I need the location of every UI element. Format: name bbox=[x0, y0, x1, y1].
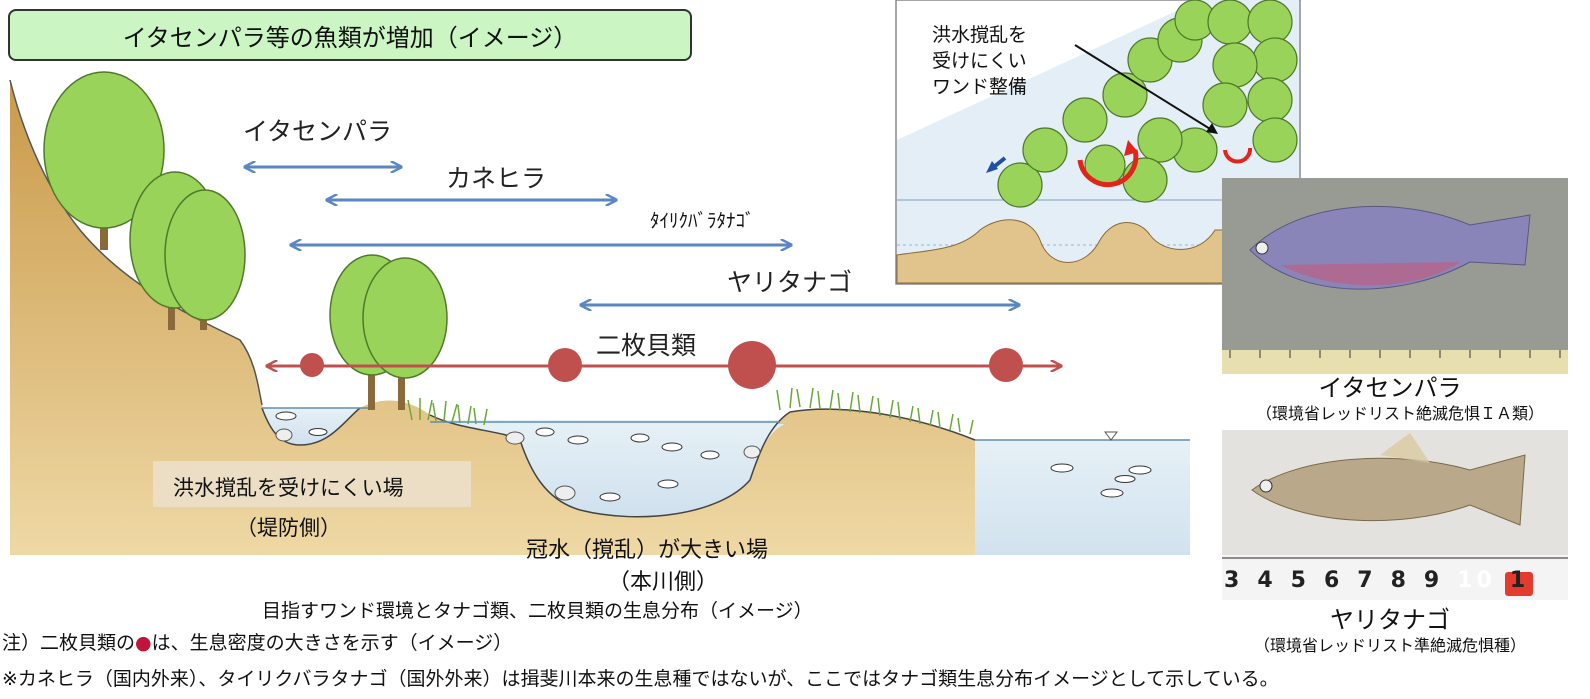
header-title: イタセンパラ等の魚類が増加（イメージ） bbox=[8, 9, 692, 61]
density-dot-medium bbox=[989, 348, 1023, 382]
photo-yaritanago bbox=[1222, 430, 1568, 600]
note-density-suffix: は、生息密度の大きさを示す（イメージ） bbox=[151, 632, 513, 654]
note-density-prefix: 注）二枚貝類の bbox=[2, 632, 136, 654]
reeds bbox=[407, 387, 974, 435]
bivalve-density-dots bbox=[300, 341, 1023, 389]
species-label-yaritanago: ヤリタナゴ bbox=[727, 268, 853, 297]
photo-itasenpara bbox=[1222, 178, 1568, 374]
species-label-bivalves: 二枚貝類 bbox=[596, 331, 697, 360]
photo1-status: （環境省レッドリスト絶滅危惧ＩＡ類） bbox=[1255, 404, 1544, 423]
inset-label-line1: 洪水撹乱を bbox=[932, 24, 1028, 46]
range-arrows bbox=[246, 167, 1060, 366]
density-dot-medium bbox=[548, 348, 582, 382]
wando-inset-diagram bbox=[895, 0, 1301, 285]
levee-zone-label-bg bbox=[153, 461, 471, 507]
species-label-tairikubaratanago: ﾀｲﾘｸﾊﾞﾗﾀﾅｺﾞ bbox=[650, 210, 755, 232]
note-density: 注）二枚貝類の●は、生息密度の大きさを示す（イメージ） bbox=[2, 628, 512, 655]
river-zone-label: 冠水（撹乱）が大きい場 bbox=[526, 538, 769, 563]
inset-label-line3: ワンド整備 bbox=[932, 76, 1028, 98]
levee-zone-sub: （堤防側） bbox=[236, 516, 341, 540]
density-dot-icon: ● bbox=[135, 632, 152, 654]
photo1-species-name: イタセンパラ bbox=[1318, 374, 1462, 402]
river-water bbox=[960, 440, 1190, 565]
photo2-species-name: ヤリタナゴ bbox=[1330, 606, 1450, 634]
shell-glyphs bbox=[275, 428, 761, 501]
fish-glyphs bbox=[275, 411, 1152, 502]
bank-ground bbox=[10, 80, 975, 560]
inset-label-line2: 受けにくい bbox=[932, 50, 1027, 72]
river-zone-sub: （本川側） bbox=[608, 570, 719, 595]
density-dot-small bbox=[300, 353, 324, 377]
levee-zone-label: 洪水撹乱を受けにくい場 bbox=[173, 476, 404, 500]
photo2-status: （環境省レッドリスト準絶滅危惧種） bbox=[1253, 636, 1526, 655]
figure-caption: 目指すワンド環境とタナゴ類、二枚貝類の生息分布（イメージ） bbox=[262, 600, 813, 622]
species-label-itasenpara: イタセンパラ bbox=[243, 117, 393, 146]
density-dot-large bbox=[728, 341, 776, 389]
species-label-kanehira: カネヒラ bbox=[446, 164, 547, 193]
trees-left bbox=[43, 71, 448, 410]
note-non-native: ※カネヒラ（国内外来）、タイリクバラタナゴ（国外外来）は揖斐川本来の生息種ではな… bbox=[2, 668, 1279, 690]
